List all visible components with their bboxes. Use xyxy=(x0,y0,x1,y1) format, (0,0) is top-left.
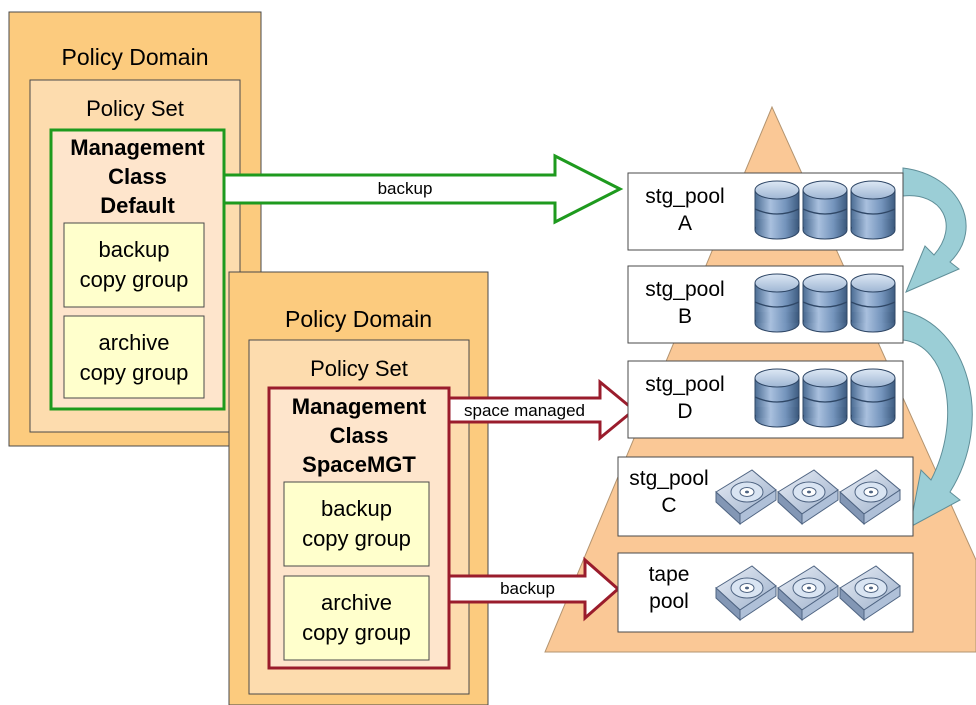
pool-a-disk-icon-3 xyxy=(850,180,896,240)
archive-copy-group-default-label: archive copy group xyxy=(64,328,204,389)
backup-copy-group-spacemgt[interactable] xyxy=(283,481,430,567)
pool-c-label: stg_pool C xyxy=(614,465,724,520)
management-class-spacemgt-label: Management Class SpaceMGT xyxy=(269,392,449,479)
archive-copy-group-default-line1: archive xyxy=(98,330,170,355)
pool-b-label: stg_pool B xyxy=(630,276,740,331)
pool-c-tape-drive-icon-1 xyxy=(715,469,777,526)
archive-copy-group-spacemgt[interactable] xyxy=(283,575,430,661)
pool-d-line1: stg_pool xyxy=(645,373,725,396)
space-managed-arrow-label: space managed xyxy=(464,401,585,420)
pool-c-line2: C xyxy=(661,494,677,518)
management-class-default-line3: Default xyxy=(100,193,175,219)
management-class-default-label: Management Class Default xyxy=(51,133,224,220)
backup-copy-group-default[interactable] xyxy=(63,222,205,308)
default-backup-arrow xyxy=(222,153,624,225)
space-managed-arrow xyxy=(447,378,637,442)
archive-copy-group-default[interactable] xyxy=(63,315,205,399)
pool-b-disk-icon-3 xyxy=(850,273,896,333)
pool-tape-tape-drive-icon-3 xyxy=(839,565,901,622)
management-class-spacemgt-line3: SpaceMGT xyxy=(302,452,416,478)
management-class-spacemgt-line2: Class xyxy=(329,423,389,449)
pool-a-label: stg_pool A xyxy=(630,183,740,238)
backup-copy-group-default-line2: copy group xyxy=(79,267,189,293)
archive-copy-group-default-line2: copy group xyxy=(79,360,189,386)
backup-copy-group-spacemgt-label: backup copy group xyxy=(284,494,429,555)
tape-pool-line1: tape xyxy=(648,563,690,586)
migration-arrow-b-to-c xyxy=(902,310,973,528)
pool-b-disk-icon-2 xyxy=(802,273,848,333)
spacemgt-backup-arrow-label: backup xyxy=(500,579,555,598)
pool-a-disk-icon-2 xyxy=(802,180,848,240)
pool-a-line2: A xyxy=(677,212,692,236)
pool-tape-tape-drive-icon-2 xyxy=(777,565,839,622)
archive-copy-group-spacemgt-label: archive copy group xyxy=(284,588,429,649)
pool-b-disk-icon-1 xyxy=(754,273,800,333)
pool-d-disk-icon-1 xyxy=(754,368,800,428)
management-class-default-line2: Class xyxy=(108,164,167,190)
pool-c-tape-drive-icon-2 xyxy=(777,469,839,526)
pool-c-tape-drive-icon-3 xyxy=(839,469,901,526)
spacemgt-backup-arrow xyxy=(447,556,621,622)
backup-copy-group-spacemgt-line2: copy group xyxy=(302,526,411,552)
pool-d-disk-icon-3 xyxy=(850,368,896,428)
default-backup-arrow-label: backup xyxy=(377,179,433,198)
migration-arrow-a-to-b xyxy=(902,167,967,293)
policy-domain-spacemgt-label: Policy Domain xyxy=(285,306,432,332)
management-class-spacemgt-line1: Management xyxy=(291,394,427,419)
archive-copy-group-spacemgt-line2: copy group xyxy=(302,620,411,646)
tape-pool-label: tape pool xyxy=(614,561,724,616)
pool-a-line1: stg_pool xyxy=(645,185,725,208)
pool-d-line2: D xyxy=(677,400,693,424)
pool-d-label: stg_pool D xyxy=(630,371,740,426)
pool-c-line1: stg_pool xyxy=(629,467,709,490)
pool-a-disk-icon-1 xyxy=(754,180,800,240)
backup-copy-group-default-line1: backup xyxy=(98,237,170,262)
policy-domain-default-label: Policy Domain xyxy=(61,44,209,70)
tape-pool-line2: pool xyxy=(649,590,689,614)
archive-copy-group-spacemgt-line1: archive xyxy=(321,590,392,615)
policy-set-default-label: Policy Set xyxy=(86,96,184,121)
backup-copy-group-spacemgt-line1: backup xyxy=(321,496,392,521)
backup-copy-group-default-label: backup copy group xyxy=(64,235,204,296)
pool-b-line2: B xyxy=(677,305,692,329)
policy-set-spacemgt-label: Policy Set xyxy=(310,356,408,381)
management-class-default-line1: Management xyxy=(70,135,205,160)
pool-b-line1: stg_pool xyxy=(645,278,725,301)
pool-tape-tape-drive-icon-1 xyxy=(715,565,777,622)
pool-d-disk-icon-2 xyxy=(802,368,848,428)
